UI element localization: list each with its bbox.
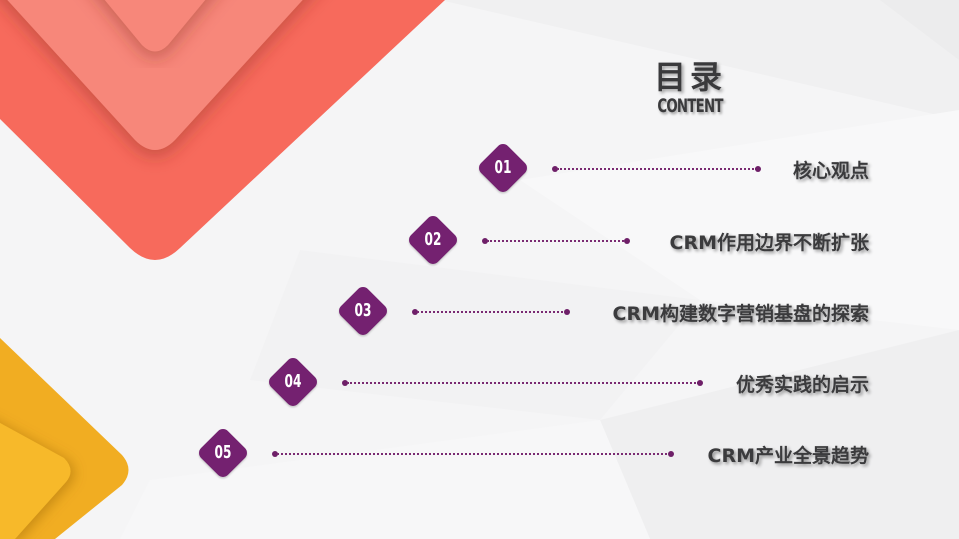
item-number: 01 bbox=[494, 157, 512, 178]
toc-item-04[interactable]: 04 优秀实践的启示 bbox=[0, 355, 959, 409]
connector-end-dot bbox=[697, 380, 703, 386]
toc-header: 目录 CONTENT bbox=[600, 58, 780, 116]
item-number: 05 bbox=[214, 442, 232, 463]
item-label: CRM产业全景趋势 bbox=[707, 445, 869, 467]
item-label: 优秀实践的启示 bbox=[735, 374, 869, 396]
dotted-connector bbox=[487, 240, 627, 242]
page-title: 目录 bbox=[653, 58, 726, 96]
connector-end-dot bbox=[668, 451, 674, 457]
connector-end-dot bbox=[755, 166, 761, 172]
item-number: 04 bbox=[284, 371, 302, 392]
connector-end-dot bbox=[624, 238, 630, 244]
connector-start-dot bbox=[272, 451, 278, 457]
toc-item-05[interactable]: 05 CRM产业全景趋势 bbox=[0, 426, 959, 480]
connector-end-dot bbox=[564, 309, 570, 315]
item-label: CRM构建数字营销基盘的探索 bbox=[612, 303, 869, 325]
item-number: 02 bbox=[424, 229, 442, 250]
toc-item-02[interactable]: 02 CRM作用边界不断扩张 bbox=[0, 213, 959, 267]
connector-start-dot bbox=[412, 309, 418, 315]
page-subtitle: CONTENT bbox=[657, 95, 723, 117]
dotted-connector bbox=[277, 453, 671, 455]
toc-item-03[interactable]: 03 CRM构建数字营销基盘的探索 bbox=[0, 284, 959, 338]
connector-start-dot bbox=[342, 380, 348, 386]
item-label: 核心观点 bbox=[792, 160, 869, 182]
dotted-connector bbox=[417, 311, 567, 313]
item-label: CRM作用边界不断扩张 bbox=[669, 232, 869, 254]
toc-item-01[interactable]: 01 核心观点 bbox=[0, 141, 959, 195]
dotted-connector bbox=[557, 168, 757, 170]
connector-start-dot bbox=[552, 166, 558, 172]
connector-start-dot bbox=[482, 238, 488, 244]
dotted-connector bbox=[347, 382, 699, 384]
item-number: 03 bbox=[354, 300, 372, 321]
